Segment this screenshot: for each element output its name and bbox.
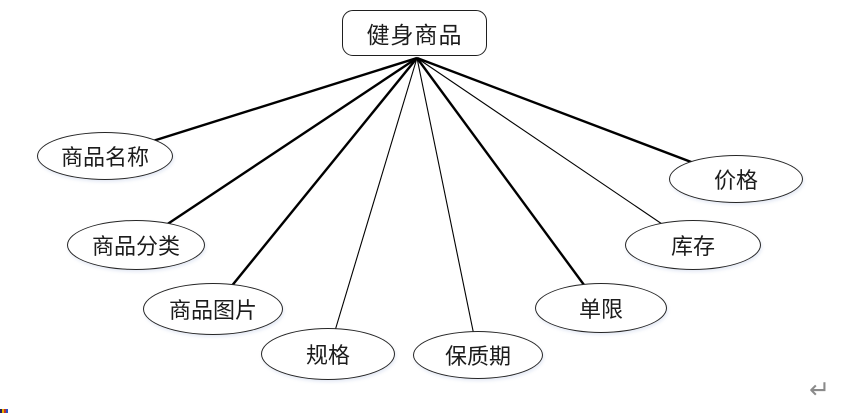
attribute-node-product-image: 商品图片 (143, 283, 283, 335)
attribute-label: 保质期 (444, 345, 511, 370)
entity-label: 健身商品 (366, 23, 463, 49)
paragraph-return-icon: ↵ (809, 375, 830, 404)
attribute-label: 商品分类 (91, 235, 180, 260)
attribute-node-product-category: 商品分类 (67, 220, 205, 270)
link-product-image (212, 57, 418, 310)
entity-node-root: 健身商品 (342, 10, 487, 56)
attribute-label: 单限 (578, 298, 623, 323)
link-shelf-life (416, 57, 479, 356)
attribute-node-price: 价格 (669, 155, 803, 203)
attribute-node-stock: 库存 (625, 220, 761, 270)
attribute-node-product-name: 商品名称 (37, 132, 173, 180)
corner-color-fragment-icon (0, 409, 8, 413)
link-specification (327, 57, 418, 355)
attribute-node-unit-limit: 单限 (535, 283, 667, 333)
attribute-label: 价格 (713, 169, 758, 194)
attribute-node-specification: 规格 (261, 328, 395, 380)
attribute-node-shelf-life: 保质期 (413, 331, 543, 379)
attribute-label: 库存 (670, 235, 715, 260)
link-price (416, 56, 737, 181)
link-unit-limit (416, 57, 602, 309)
link-product-category (135, 57, 418, 246)
attribute-label: 商品图片 (168, 299, 257, 324)
attribute-label: 商品名称 (60, 146, 149, 171)
attribute-label: 规格 (305, 344, 350, 369)
link-stock (416, 57, 694, 246)
